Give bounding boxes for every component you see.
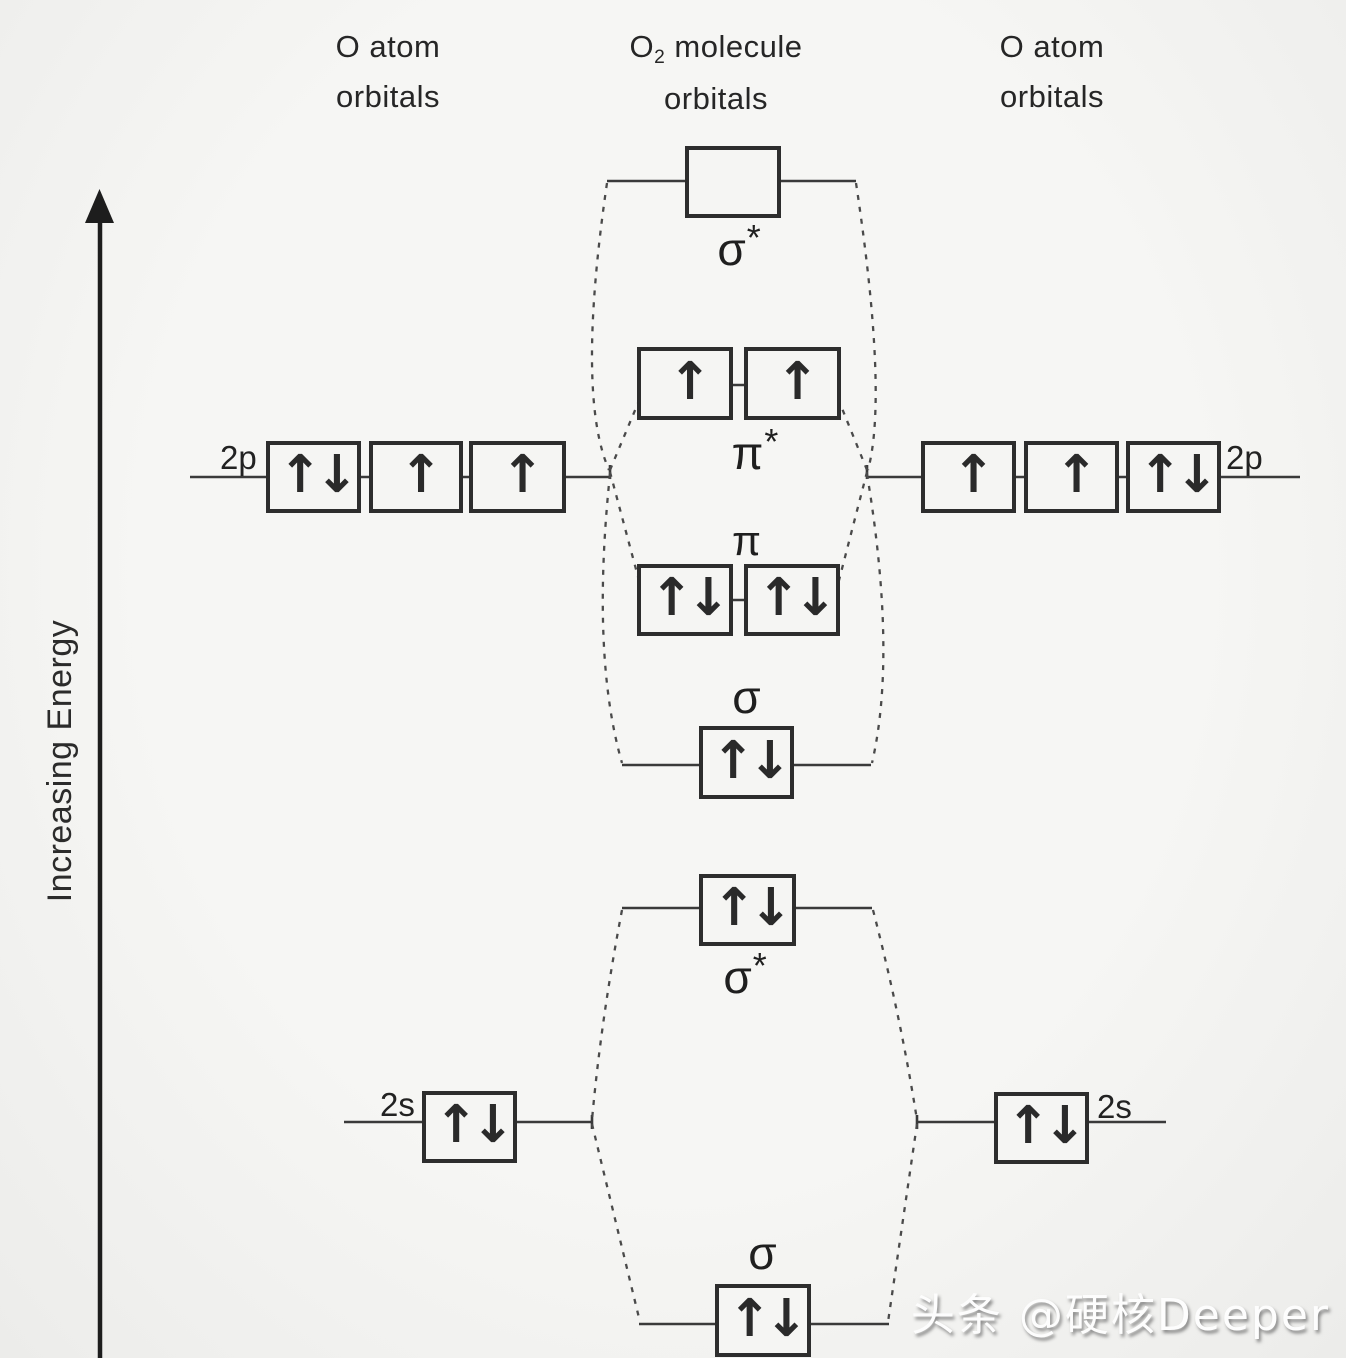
orbital-box-sigma-2p: ↑↓: [699, 726, 794, 799]
label-sigma-2p: σ: [732, 671, 761, 723]
orbital-box-right-2p-1: ↑: [921, 441, 1016, 513]
correlation-dashed-lines: [590, 182, 919, 1323]
label-sigma-star-2p: σ*: [717, 217, 761, 275]
electron-arrows: ↑↓: [434, 1095, 514, 1155]
orbital-box-right-2p-3: ↑↓: [1126, 441, 1221, 513]
orbital-box-pi-2: ↑↓: [744, 564, 840, 636]
electron-arrows: ↑↓: [649, 568, 730, 628]
star-superscript: *: [752, 945, 767, 986]
subscript-2: 2: [654, 46, 666, 68]
electron-arrows: ↑: [1054, 445, 1099, 505]
header-left-line1: O atom: [335, 29, 441, 64]
electron-arrows: ↑↓: [712, 878, 792, 938]
label-sigma-2s: σ: [748, 1227, 777, 1279]
orbital-box-sigma-star-2p: [685, 146, 781, 218]
electron-arrows: ↑↓: [711, 730, 791, 791]
electron-arrows: ↑↓: [1006, 1096, 1086, 1156]
header-center-line2: orbitals: [664, 80, 768, 116]
watermark-text: 头条 @硬核Deeper: [910, 1290, 1330, 1341]
electron-arrows: ↑↓: [278, 445, 358, 505]
label-left-2s: 2s: [380, 1086, 415, 1123]
header-center-molecule: O2 molecule orbitals: [596, 22, 836, 123]
orbital-box-left-2p-3: ↑: [469, 441, 566, 513]
orbital-box-left-2p-1: ↑↓: [266, 441, 361, 513]
orbital-box-left-2p-2: ↑: [369, 441, 463, 513]
electron-arrows: ↑: [500, 445, 545, 505]
electron-arrows: ↑: [951, 445, 996, 505]
header-left-line2: orbitals: [336, 78, 440, 114]
header-right-line2: orbitals: [1000, 78, 1104, 114]
header-left-atom: O atom orbitals: [270, 22, 506, 121]
orbital-box-pi-star-2: ↑: [744, 347, 841, 420]
electron-arrows: ↑: [399, 445, 443, 505]
energy-axis-arrow: [85, 189, 114, 1358]
orbital-box-right-2p-2: ↑: [1024, 441, 1119, 513]
label-right-2p: 2p: [1226, 439, 1263, 476]
energy-axis-label: Increasing Energy: [41, 619, 79, 903]
label-sigma-star-2s: σ*: [723, 945, 767, 1003]
electron-arrows: ↑↓: [727, 1288, 808, 1349]
orbital-box-sigma-2s: ↑↓: [715, 1284, 811, 1357]
orbital-box-sigma-star-2s: ↑↓: [699, 874, 796, 946]
star-superscript: *: [746, 217, 761, 258]
header-right-atom: O atom orbitals: [934, 22, 1170, 121]
label-left-2p: 2p: [220, 439, 257, 476]
star-superscript: *: [764, 421, 779, 462]
header-right-line1: O atom: [999, 29, 1105, 64]
label-pi-star-2p: π*: [731, 421, 779, 479]
electron-arrows: ↑↓: [756, 568, 837, 628]
electron-arrows: ↑↓: [1138, 445, 1218, 505]
header-center-line1: O2 molecule: [629, 29, 803, 68]
label-right-2s: 2s: [1097, 1088, 1132, 1125]
label-pi-2p: π: [732, 517, 761, 564]
electron-arrows: ↑: [775, 351, 820, 412]
electron-arrows: ↑: [668, 351, 712, 412]
orbital-box-left-2s: ↑↓: [422, 1091, 517, 1163]
orbital-box-right-2s: ↑↓: [994, 1092, 1089, 1164]
orbital-box-pi-star-1: ↑: [637, 347, 733, 420]
orbital-box-pi-1: ↑↓: [637, 564, 733, 636]
